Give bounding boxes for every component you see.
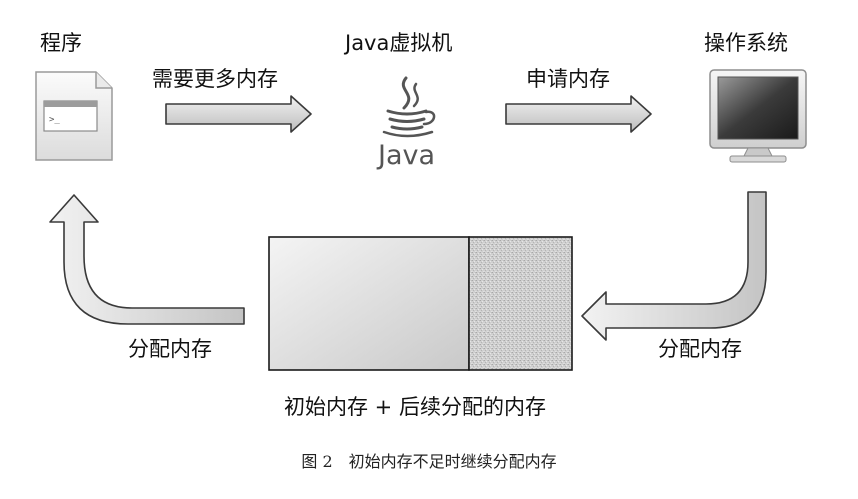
- program-label: 程序: [40, 31, 82, 55]
- memory-block: [268, 236, 573, 371]
- edge-label-request-memory: 申请内存: [526, 67, 610, 91]
- document-icon: >_: [35, 71, 113, 161]
- edge-label-os-allocate: 分配内存: [658, 337, 742, 361]
- figure-caption: 图 2 初始内存不足时继续分配内存: [301, 452, 557, 471]
- os-label: 操作系统: [704, 31, 788, 55]
- java-logo-word: Java: [378, 140, 436, 171]
- arrow-program-to-jvm: [165, 95, 312, 133]
- edge-label-need-more-memory: 需要更多内存: [152, 67, 278, 91]
- svg-text:>_: >_: [49, 115, 60, 125]
- jvm-label: Java虚拟机: [345, 31, 453, 55]
- arrow-jvm-to-os: [505, 95, 652, 133]
- additional-memory-segment: [468, 236, 573, 371]
- initial-memory-segment: [268, 236, 470, 371]
- arrow-memory-to-program: [49, 194, 245, 325]
- monitor-icon: [709, 69, 807, 163]
- java-logo-icon: [382, 76, 436, 138]
- arrow-os-to-memory: [581, 191, 767, 341]
- memory-block-label: 初始内存 + 后续分配的内存: [284, 395, 546, 419]
- edge-label-jvm-allocate: 分配内存: [128, 337, 212, 361]
